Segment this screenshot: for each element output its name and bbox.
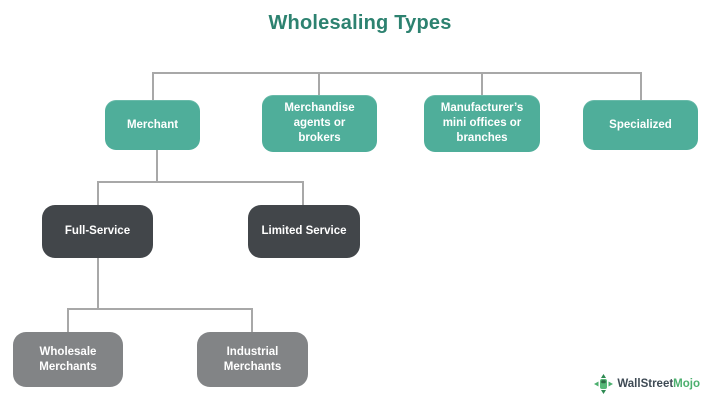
wallstreetmojo-logo: WallStreetMojo (594, 374, 700, 394)
connector-line (152, 72, 154, 100)
connector-line (97, 258, 99, 309)
node-merchant: Merchant (105, 100, 200, 150)
connector-line (640, 72, 642, 100)
connector-line (97, 181, 304, 183)
logo-wordmark: WallStreetMojo (617, 378, 700, 390)
node-full-service: Full-Service (42, 205, 153, 258)
node-merchandise-agents: Merchandise agents or brokers (262, 95, 377, 152)
page-title: Wholesaling Types (268, 12, 452, 34)
connector-line (152, 72, 642, 74)
connector-line (251, 308, 253, 333)
node-industrial-merchants: Industrial Merchants (197, 332, 308, 387)
connector-line (67, 308, 69, 333)
connector-line (97, 181, 99, 205)
node-specialized: Specialized (583, 100, 698, 150)
connector-line (156, 150, 158, 182)
logo-brand-text: WallStreet (617, 378, 674, 390)
node-mini-offices: Manufacturer’s mini offices or branches (424, 95, 540, 152)
node-wholesale-merchants: Wholesale Merchants (13, 332, 123, 387)
wallstreetmojo-arrows-icon (594, 374, 614, 394)
connector-line (67, 308, 253, 310)
logo-accent-text: Mojo (673, 378, 700, 390)
connector-line (481, 72, 483, 95)
connector-line (318, 72, 320, 97)
node-limited-service: Limited Service (248, 205, 360, 258)
connector-line (302, 181, 304, 205)
